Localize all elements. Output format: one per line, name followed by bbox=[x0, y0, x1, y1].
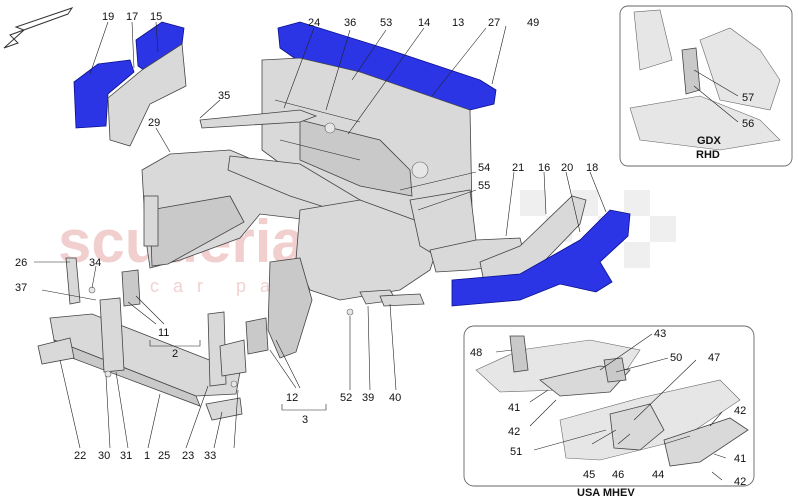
part-left-front-frame bbox=[141, 149, 361, 269]
group-label-3: 3 bbox=[302, 414, 308, 426]
callout-44: 44 bbox=[652, 469, 664, 481]
callout-42-b: 42 bbox=[734, 405, 746, 417]
callout-14: 14 bbox=[418, 17, 430, 29]
callout-16: 16 bbox=[538, 162, 550, 174]
callout-17: 17 bbox=[126, 11, 138, 23]
callout-52: 52 bbox=[340, 392, 352, 404]
inset-gdx-rhd: GDX RHD 57 56 bbox=[619, 5, 793, 167]
inset-gdx-title: GDX bbox=[697, 135, 722, 147]
callout-15: 15 bbox=[150, 11, 162, 23]
callout-25: 25 bbox=[158, 450, 170, 462]
callout-37: 37 bbox=[15, 282, 27, 294]
part-right-rail bbox=[451, 195, 631, 307]
callout-23: 23 bbox=[182, 450, 194, 462]
callout-labels: 19 17 15 24 36 53 14 13 27 49 35 29 54 5… bbox=[15, 11, 598, 462]
callout-39: 39 bbox=[362, 392, 374, 404]
part-upper-crossmember bbox=[277, 21, 497, 111]
leader-lines bbox=[34, 21, 607, 449]
callout-41-b: 41 bbox=[734, 453, 746, 465]
callout-1: 1 bbox=[144, 450, 150, 462]
callout-19: 19 bbox=[102, 11, 114, 23]
callout-12: 12 bbox=[286, 392, 298, 404]
part-bumper-beam bbox=[37, 257, 269, 421]
callout-13: 13 bbox=[452, 17, 464, 29]
callout-40: 40 bbox=[389, 392, 401, 404]
callout-35: 35 bbox=[218, 90, 230, 102]
callout-49: 49 bbox=[527, 17, 539, 29]
callout-56: 56 bbox=[742, 118, 754, 130]
group-label-2: 2 bbox=[172, 348, 178, 360]
callout-55: 55 bbox=[478, 180, 490, 192]
callout-50: 50 bbox=[670, 352, 682, 364]
part-center-brackets bbox=[346, 289, 425, 316]
callout-27: 27 bbox=[488, 17, 500, 29]
inset-rhd-title: RHD bbox=[696, 149, 720, 161]
part-bulkhead bbox=[261, 57, 473, 231]
callout-42-a: 42 bbox=[508, 426, 520, 438]
callout-34: 34 bbox=[89, 257, 101, 269]
callout-41-a: 41 bbox=[508, 402, 520, 414]
callout-22: 22 bbox=[74, 450, 86, 462]
callout-46: 46 bbox=[612, 469, 624, 481]
callout-11: 11 bbox=[158, 327, 169, 339]
callout-31: 31 bbox=[120, 450, 132, 462]
callout-57: 57 bbox=[742, 92, 754, 104]
direction-arrow-icon bbox=[3, 7, 74, 49]
part-rod bbox=[199, 109, 318, 129]
callout-18: 18 bbox=[586, 162, 598, 174]
inset-usa-mhev: USA MHEV 48 43 50 47 41 42 51 45 46 44 4… bbox=[463, 325, 755, 499]
callout-54: 54 bbox=[478, 162, 490, 174]
callout-21: 21 bbox=[512, 162, 524, 174]
callout-30: 30 bbox=[98, 450, 110, 462]
callout-43: 43 bbox=[654, 328, 666, 340]
callout-26: 26 bbox=[15, 257, 27, 269]
callout-29: 29 bbox=[148, 117, 160, 129]
part-front-upper-left bbox=[73, 21, 187, 147]
inset-usa-title: USA MHEV bbox=[577, 487, 635, 499]
callout-51: 51 bbox=[510, 446, 522, 458]
callout-53: 53 bbox=[380, 17, 392, 29]
callout-24: 24 bbox=[308, 17, 320, 29]
callout-20: 20 bbox=[561, 162, 573, 174]
callout-48: 48 bbox=[470, 347, 482, 359]
callout-45: 45 bbox=[583, 469, 595, 481]
callout-33: 33 bbox=[204, 450, 216, 462]
callout-42-c: 42 bbox=[734, 476, 746, 488]
callout-47: 47 bbox=[708, 352, 720, 364]
callout-36: 36 bbox=[344, 17, 356, 29]
